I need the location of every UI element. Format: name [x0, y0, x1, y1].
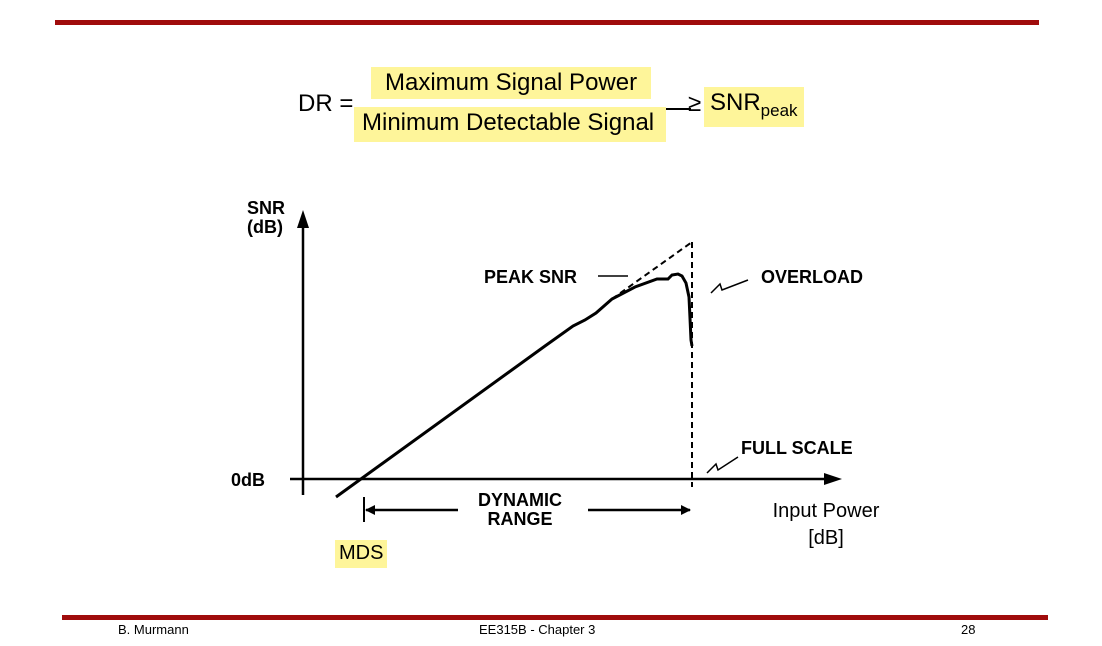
y-axis-arrowhead	[297, 210, 309, 228]
formula-relation: ≥	[688, 90, 702, 117]
formula-rhs-sub: peak	[760, 101, 798, 120]
dynamic-range-label: DYNAMIC RANGE	[462, 491, 578, 529]
full-scale-label: FULL SCALE	[741, 438, 853, 458]
y-axis-label-line2: (dB)	[247, 217, 283, 237]
footer-author: B. Murmann	[118, 622, 189, 637]
dynamic-range-formula: DR = Maximum Signal Power Minimum Detect…	[0, 62, 1102, 152]
x-axis-label-line1: Input Power	[772, 500, 880, 522]
formula-lhs: DR =	[298, 90, 354, 117]
overload-label: OVERLOAD	[761, 267, 864, 287]
formula-numerator: Maximum Signal Power	[371, 67, 652, 99]
ideal-extension-line	[611, 241, 693, 300]
x-axis-label: Input Power [dB]	[762, 498, 890, 552]
peak-snr-label: PEAK SNR	[484, 267, 578, 287]
formula-denominator: Minimum Detectable Signal	[354, 107, 667, 142]
dynamic-range-label-line1: DYNAMIC	[478, 490, 562, 510]
x-axis-arrowhead	[824, 473, 842, 485]
snr-curve	[335, 272, 694, 499]
bottom-rule	[62, 615, 1048, 620]
footer-course: EE315B - Chapter 3	[479, 622, 596, 637]
formula-rhs: SNRpeak	[704, 87, 804, 127]
formula-rhs-main: SNR	[710, 89, 761, 116]
y-axis-label-line1: SNR	[247, 198, 286, 218]
y-axis-label: SNR (dB)	[247, 199, 285, 237]
overload-leader	[710, 279, 749, 294]
top-rule	[55, 20, 1039, 25]
mds-label: MDS	[335, 540, 388, 568]
dynamic-range-label-line2: RANGE	[487, 509, 553, 529]
full-scale-leader	[706, 456, 739, 474]
footer-page-number: 28	[961, 622, 976, 637]
zero-db-label: 0dB	[231, 470, 266, 490]
x-axis-label-line2: [dB]	[808, 527, 844, 549]
